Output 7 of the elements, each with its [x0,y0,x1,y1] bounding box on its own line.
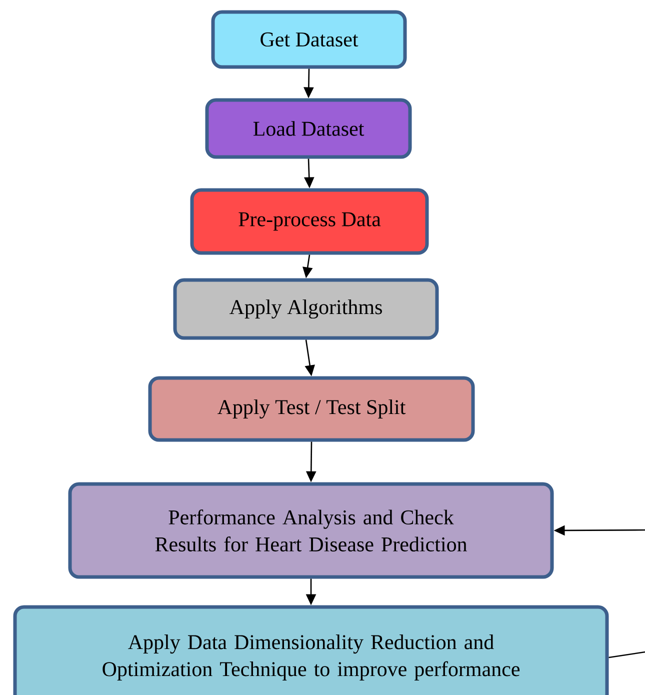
process-box: Apply Test / Test Split [148,376,475,442]
process-box: Pre-process Data [190,188,429,255]
process-box: Get Dataset [211,10,407,69]
process-box: Performance Analysis and Check Results for Heart Disease Prediction [68,482,554,579]
process-box: Load Dataset [205,98,412,159]
process-box: Apply Algorithms [173,278,439,340]
process-box: Apply Data Dimensionality Reduction and Optimization Technique to improve performance [13,605,609,695]
